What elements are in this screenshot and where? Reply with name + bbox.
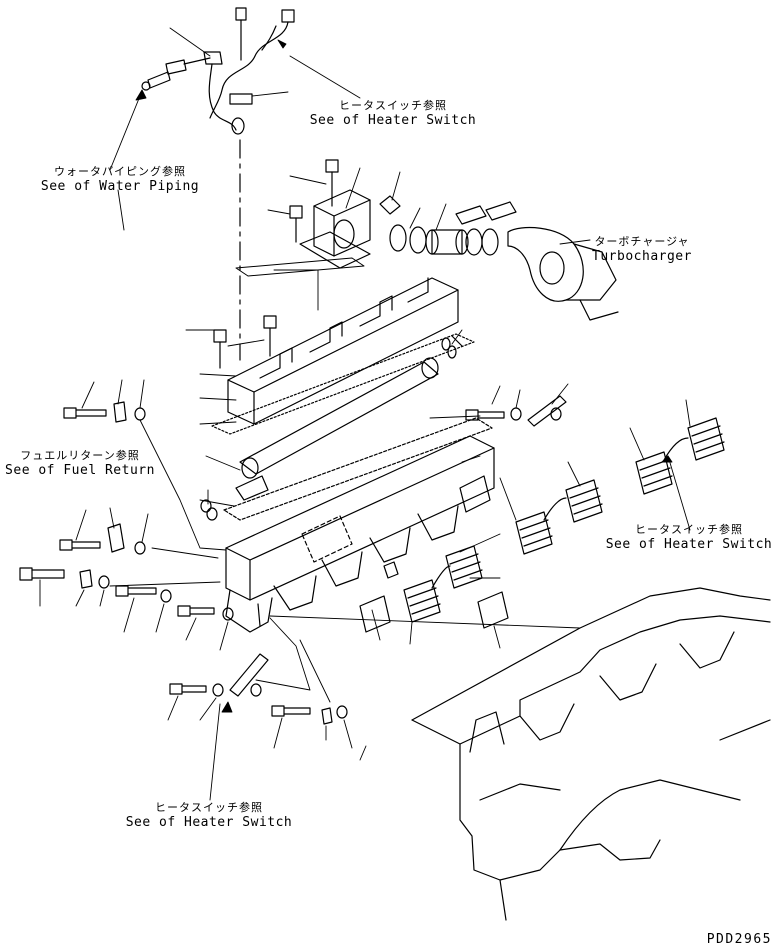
- fuel-tube: [236, 358, 438, 500]
- callout-en: Turbocharger: [592, 249, 692, 264]
- manifold-gasket: [212, 334, 474, 434]
- turbocharger-unit: [508, 228, 618, 320]
- callout-heater-switch-right: ヒータスイッチ参照 See of Heater Switch: [602, 522, 776, 552]
- leader-lines: [40, 28, 690, 800]
- callout-jp: ヒータスイッチ参照: [339, 99, 447, 112]
- exhaust-gasket: [224, 418, 492, 520]
- callout-jp: ヒータスイッチ参照: [635, 523, 743, 536]
- callout-en: See of Fuel Return: [5, 463, 155, 478]
- callout-jp: フュエルリターン参照: [20, 449, 140, 462]
- turbo-hose-set: [390, 202, 516, 255]
- callout-turbocharger: ターボチャージャ Turbocharger: [586, 234, 698, 264]
- heater-gasket-left: [360, 596, 390, 632]
- callout-jp: ヒータスイッチ参照: [155, 801, 263, 814]
- callout-en: See of Heater Switch: [309, 113, 477, 128]
- callout-water-piping: ウォータパイピング参照 See of Water Piping: [36, 164, 204, 194]
- callout-en: See of Water Piping: [40, 179, 200, 194]
- callout-en: See of Heater Switch: [125, 815, 293, 830]
- engine-block-outline: [412, 588, 770, 920]
- callout-fuel-return: フュエルリターン参照 See of Fuel Return: [0, 448, 160, 478]
- heater-gasket-right: [478, 592, 508, 628]
- reference-arrows: [136, 40, 672, 712]
- heater-wiring-harness: [142, 8, 294, 134]
- water-manifold: [214, 258, 458, 424]
- callout-jp: ウォータパイピング参照: [54, 165, 186, 178]
- document-id: PDD2965: [706, 932, 772, 947]
- callout-jp: ターボチャージャ: [594, 235, 690, 248]
- callout-en: See of Heater Switch: [605, 537, 773, 552]
- intake-manifold: [226, 436, 494, 632]
- left-fastener-set: [20, 396, 566, 724]
- callout-heater-switch-bottom: ヒータスイッチ参照 See of Heater Switch: [120, 800, 298, 830]
- water-outlet-elbow: [290, 160, 400, 268]
- callout-heater-switch-top: ヒータスイッチ参照 See of Heater Switch: [304, 98, 482, 128]
